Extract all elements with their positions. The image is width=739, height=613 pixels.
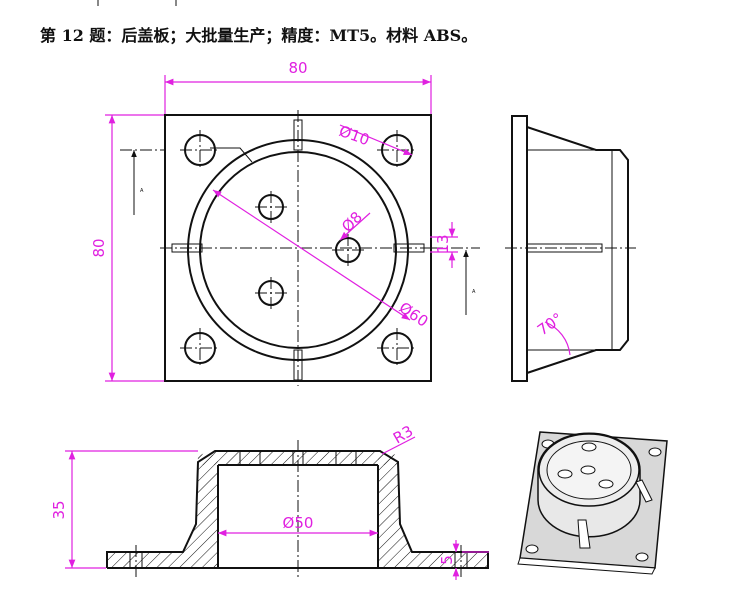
dim-depth: 35 xyxy=(50,500,68,519)
section-mark-right: A xyxy=(472,289,476,295)
dim-width: 80 xyxy=(288,59,307,77)
corner-holes xyxy=(180,130,417,368)
section-view xyxy=(106,440,489,580)
dim-boss-dia: Ø8 xyxy=(338,208,366,236)
rib-top xyxy=(293,119,303,151)
page-title: 第 12 题：后盖板；大批量生产；精度：MT5。材料 ABS。 xyxy=(40,26,478,45)
dim-inner-dia: Ø50 xyxy=(283,514,314,532)
rib-left xyxy=(171,243,203,253)
dim-height: 80 xyxy=(90,238,108,257)
dim-circle-dia: Ø60 xyxy=(396,298,432,330)
top-stray-marks xyxy=(97,0,177,6)
dim-offset: 13 xyxy=(434,234,452,253)
notch-edge xyxy=(210,147,253,163)
dim-base-thk: 5 xyxy=(438,555,456,565)
inner-bosses xyxy=(255,191,364,309)
dim-hole-dia: Ø10 xyxy=(337,122,372,149)
side-view: 70° xyxy=(505,115,636,382)
section-mark-top: A xyxy=(140,188,144,194)
dim-fillet: R3 xyxy=(390,422,416,448)
rib-bottom xyxy=(293,349,303,381)
isometric-view xyxy=(517,431,668,575)
